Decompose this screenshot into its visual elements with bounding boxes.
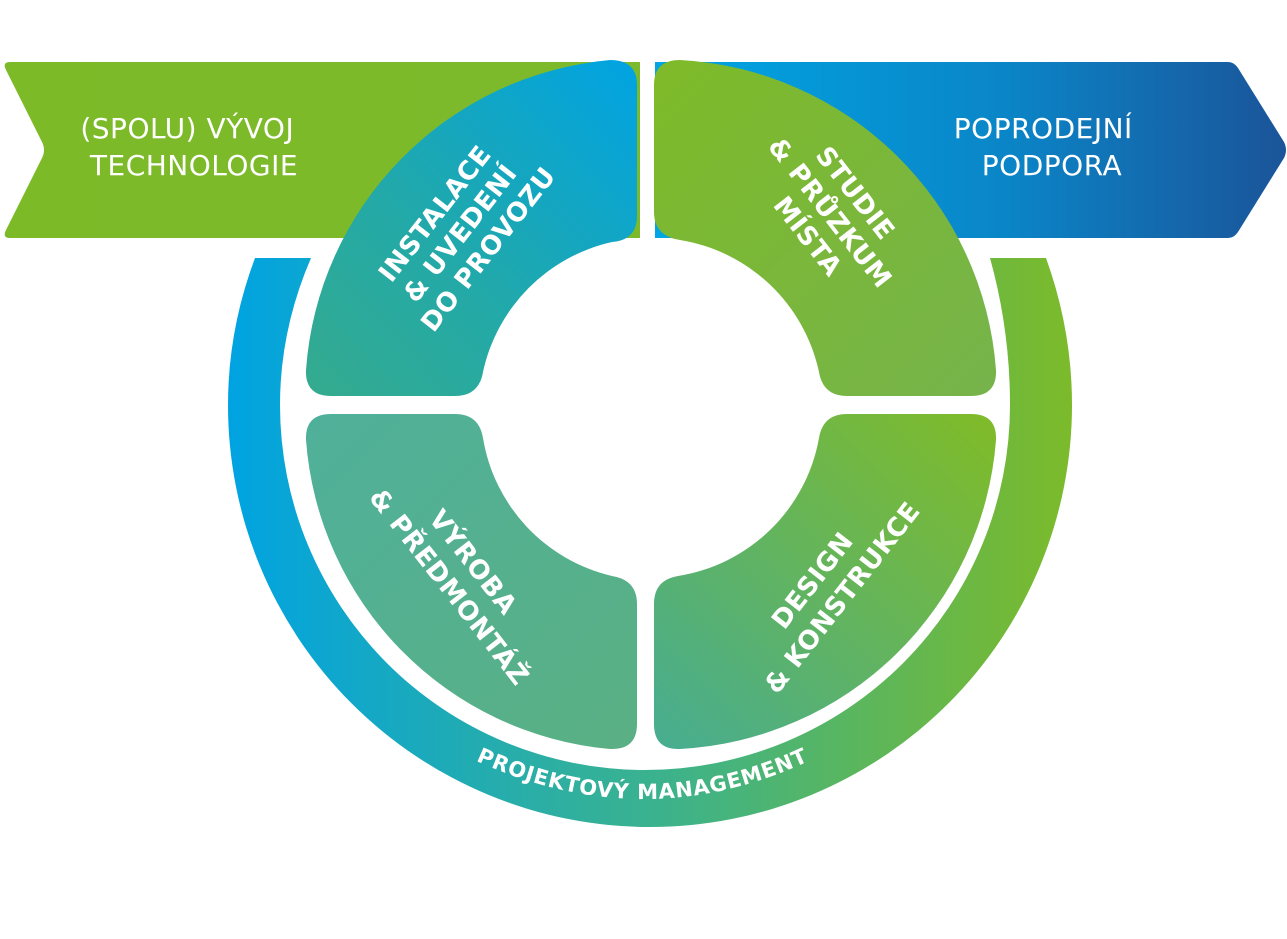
segment-installation bbox=[305, 60, 637, 396]
left-arrow-label: (SPOLU) VÝVOJ TECHNOLOGIE bbox=[80, 111, 303, 182]
segment-design bbox=[654, 414, 997, 750]
right-arrow-label: POPRODEJNÍ PODPORA bbox=[954, 111, 1142, 182]
right-arrow-line-2: PODPORA bbox=[982, 149, 1122, 182]
segment-study bbox=[654, 60, 997, 396]
segment-installation-label: INSTALACE & UVEDENÍ DO PROVOZU bbox=[365, 122, 562, 337]
right-arrow-line-1: POPRODEJNÍ bbox=[954, 111, 1133, 145]
left-arrow-line-1: (SPOLU) VÝVOJ bbox=[80, 111, 294, 145]
segment-manufacturing bbox=[305, 414, 637, 750]
left-arrow-line-2: TECHNOLOGIE bbox=[89, 149, 298, 182]
